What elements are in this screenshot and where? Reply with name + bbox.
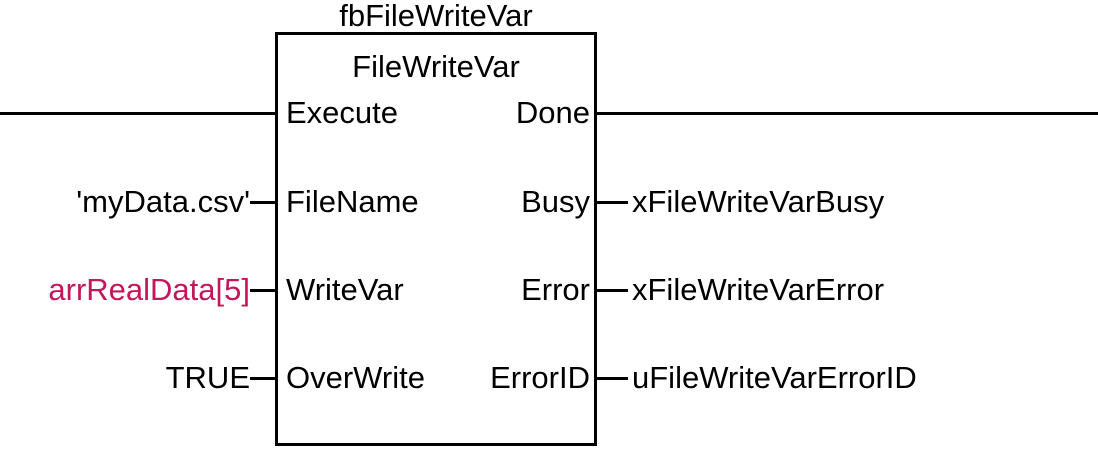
output-pin-errorid[interactable]: ErrorID <box>490 360 590 395</box>
function-block-type-label: FileWriteVar <box>352 49 520 84</box>
operand-writevar[interactable]: arrRealData[5] <box>48 272 250 307</box>
input-pin-filename[interactable]: FileName <box>286 184 419 219</box>
wire-execute-rung[interactable] <box>0 112 275 115</box>
wire-done-rung[interactable] <box>595 112 1098 115</box>
output-pin-busy[interactable]: Busy <box>521 184 590 219</box>
wire-errorid-stub[interactable] <box>595 377 628 380</box>
input-pin-overwrite[interactable]: OverWrite <box>286 360 425 395</box>
output-pin-error[interactable]: Error <box>521 272 590 307</box>
operand-busy[interactable]: xFileWriteVarBusy <box>632 184 885 219</box>
operand-error[interactable]: xFileWriteVarError <box>632 272 885 307</box>
block-instance-name: fbFileWriteVar <box>339 0 533 33</box>
wire-writevar-stub[interactable] <box>250 289 277 292</box>
operand-errorid[interactable]: uFileWriteVarErrorID <box>632 360 917 395</box>
input-pin-writevar[interactable]: WriteVar <box>286 272 404 307</box>
function-block-body[interactable] <box>275 32 597 446</box>
wire-filename-stub[interactable] <box>250 201 277 204</box>
output-pin-done[interactable]: Done <box>515 95 590 130</box>
wire-overwrite-stub[interactable] <box>250 377 277 380</box>
wire-error-stub[interactable] <box>595 289 628 292</box>
wire-busy-stub[interactable] <box>595 201 628 204</box>
operand-filename[interactable]: 'myData.csv' <box>76 184 250 219</box>
input-pin-execute[interactable]: Execute <box>286 95 399 130</box>
operand-overwrite[interactable]: TRUE <box>165 360 250 395</box>
